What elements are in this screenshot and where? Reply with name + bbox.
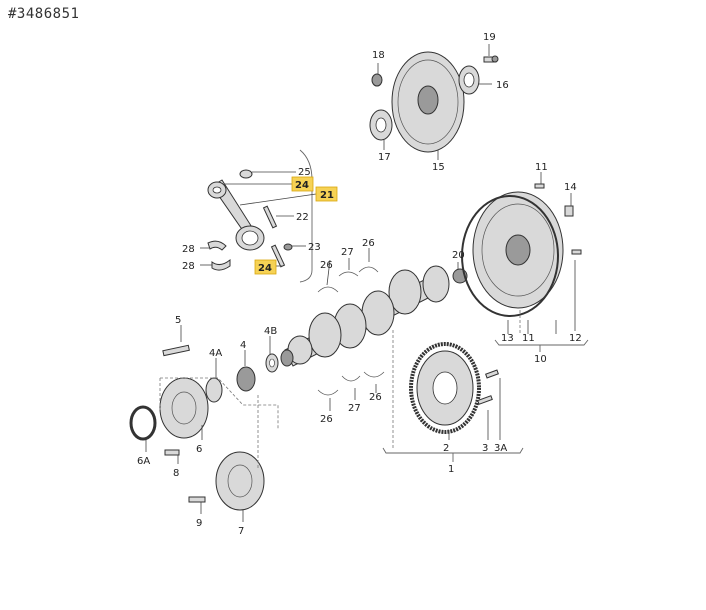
callout-9: 9 xyxy=(196,518,202,529)
callout-18: 18 xyxy=(372,50,385,61)
callout-23: 23 xyxy=(308,242,321,253)
callout-4: 4 xyxy=(240,340,246,351)
callout-4a: 4A xyxy=(209,348,222,359)
callout-10: 10 xyxy=(534,354,547,365)
group-brackets xyxy=(299,149,589,462)
leader-lines xyxy=(145,44,576,522)
pin-12 xyxy=(571,249,582,255)
flywheel-upper-assembly xyxy=(369,51,499,153)
callout-11-upper: 11 xyxy=(535,162,548,173)
sprocket-4 xyxy=(236,366,256,392)
bracket-10 xyxy=(494,339,589,346)
callout-21: 21 xyxy=(320,190,334,201)
callout-26-c: 26 xyxy=(320,414,333,425)
callout-26-d: 26 xyxy=(369,392,382,403)
callout-25: 25 xyxy=(298,167,311,178)
callout-1: 1 xyxy=(448,464,454,475)
callout-26-b: 26 xyxy=(362,238,375,249)
bolt-24 xyxy=(270,244,286,268)
callout-14: 14 xyxy=(564,182,577,193)
seal-6a xyxy=(129,405,157,441)
callout-24-upper: 24 xyxy=(295,180,309,191)
bolt-22 xyxy=(262,205,278,229)
callout-22: 22 xyxy=(296,212,309,223)
callout-3a: 3A xyxy=(494,443,507,454)
callout-11-lower: 11 xyxy=(522,333,535,344)
callout-8: 8 xyxy=(173,468,179,479)
crankshaft xyxy=(280,265,468,367)
pulley-7 xyxy=(215,451,265,511)
bolt-18 xyxy=(371,73,383,87)
washer-4a xyxy=(205,377,223,403)
bolt-8 xyxy=(164,449,180,456)
callout-6a: 6A xyxy=(137,456,150,467)
callout-27-upper: 27 xyxy=(341,247,354,258)
pin-11 xyxy=(534,183,545,189)
callout-19: 19 xyxy=(483,32,496,43)
callout-labels: 18 19 16 17 15 25 24 21 22 23 28 28 24 2… xyxy=(137,32,582,537)
drive-plate-assembly xyxy=(409,342,499,434)
bolt-3 xyxy=(477,395,493,405)
pulley-6 xyxy=(159,377,209,439)
callout-2: 2 xyxy=(443,443,449,454)
bearing-shell-28a xyxy=(207,240,227,251)
bushing-25 xyxy=(239,169,253,179)
diagram-reference-number: #3486851 xyxy=(8,6,80,22)
callout-13: 13 xyxy=(501,333,514,344)
pin-3a xyxy=(485,369,499,379)
bolt-5 xyxy=(162,344,190,357)
callout-6: 6 xyxy=(196,444,202,455)
callout-7: 7 xyxy=(238,526,244,537)
callout-4b: 4B xyxy=(264,326,277,337)
dual-mass-flywheel xyxy=(461,183,582,317)
callout-27-lower: 27 xyxy=(348,403,361,414)
callout-20: 20 xyxy=(452,250,465,261)
callout-24-lower: 24 xyxy=(258,263,272,274)
callout-15: 15 xyxy=(432,162,445,173)
connecting-rod-assembly xyxy=(207,169,293,271)
callout-12: 12 xyxy=(569,333,582,344)
bolt-14 xyxy=(564,205,574,217)
callout-26-a: 26 xyxy=(320,260,333,271)
alignment-lines xyxy=(159,310,521,470)
callout-16: 16 xyxy=(496,80,509,91)
callout-28-upper: 28 xyxy=(182,244,195,255)
nut-23 xyxy=(283,243,293,251)
callout-3: 3 xyxy=(482,443,488,454)
front-end-assembly xyxy=(129,344,279,511)
main-bearing-shells xyxy=(317,266,385,396)
callout-17: 17 xyxy=(378,152,391,163)
highlight-boxes xyxy=(254,176,338,275)
callout-28-lower: 28 xyxy=(182,261,195,272)
bolt-9 xyxy=(188,496,206,503)
bearing-shell-28b xyxy=(211,258,231,271)
callout-5: 5 xyxy=(175,315,181,326)
